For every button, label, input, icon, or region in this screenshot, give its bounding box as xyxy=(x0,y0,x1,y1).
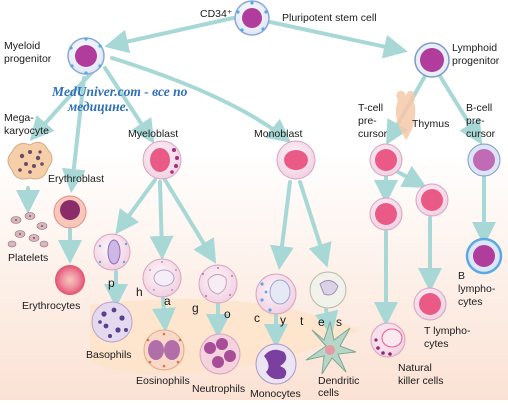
phagocytes-letter-5: o xyxy=(224,307,231,321)
label-bcell-3: cursor xyxy=(466,128,496,140)
label-dendritic-2: cells xyxy=(318,387,340,399)
watermark-line-1: MedUniver.com - все по xyxy=(52,84,188,99)
erythrocytes-cell xyxy=(55,265,85,295)
eosinophil-precursor-cell xyxy=(142,258,182,298)
label-b-lymphocytes-2: lympho- xyxy=(458,283,496,295)
stem-cell xyxy=(234,0,270,36)
label-nk-2: killer cells xyxy=(398,375,444,387)
t-cell-precursor-cell xyxy=(369,143,403,177)
arrow-lymphoid-to-bcell xyxy=(438,74,483,145)
label-myeloid-1: Myeloid xyxy=(4,40,41,52)
arrow-stem-to-myeloid xyxy=(104,16,235,54)
watermark-line-2: медицине. xyxy=(68,99,129,114)
lymphoid-progenitor-cell xyxy=(414,42,450,78)
label-t-lymphocytes-2: cytes xyxy=(424,338,449,350)
label-platelets: Platelets xyxy=(8,252,49,264)
thymus-shape xyxy=(395,90,416,140)
label-cd34: CD34⁺ xyxy=(200,8,233,20)
label-tcell-1: T-cell xyxy=(358,102,384,114)
myeloblast-cell xyxy=(142,140,182,180)
label-basophils: Basophils xyxy=(86,349,132,361)
label-monocytes: Monocytes xyxy=(250,388,301,400)
label-megakaryocyte-2: karyocyte xyxy=(4,125,49,137)
monocyte-cell xyxy=(255,343,297,385)
arrow-stem-to-lymphoid xyxy=(268,20,408,59)
arrow-monoblast-to-dendritic xyxy=(298,180,332,268)
arrow-myeloblast-to-eosinophil-precursor xyxy=(149,180,174,260)
arrow-tcell-to-thymus-cell xyxy=(396,165,428,188)
basophil-precursor-cell xyxy=(93,233,131,271)
dendritic-cell xyxy=(305,320,357,375)
phagocytes-letter-9: e xyxy=(318,315,325,329)
arrow-myeloid-to-erythroblast xyxy=(61,76,86,193)
arrow-myeloblast-to-basophil-precursor xyxy=(115,178,157,235)
label-myeloblast: Myeloblast xyxy=(128,128,179,140)
megakaryocyte-cell xyxy=(7,141,53,180)
arrow-monoblast-to-monocyte xyxy=(270,180,294,270)
label-megakaryocyte-1: Mega- xyxy=(4,112,34,124)
phagocytes-letter-6: c xyxy=(254,311,260,325)
thymus-t-cell xyxy=(415,183,449,217)
label-monoblast: Monoblast xyxy=(254,128,303,140)
phagocytes-letter-2: h xyxy=(136,285,143,299)
label-neutrophils: Neutrophils xyxy=(192,383,246,395)
arrow-myeloid-to-monoblast xyxy=(110,56,292,143)
label-tcell-2: pre- xyxy=(358,115,377,127)
label-dendritic-1: Dendritic xyxy=(318,375,360,387)
label-eosinophils: Eosinophils xyxy=(136,375,190,387)
neutrophil-cell xyxy=(199,333,241,375)
dendritic-precursor-cell xyxy=(309,271,347,309)
label-nk-1: Natural xyxy=(398,362,432,374)
basophil-cell xyxy=(91,301,133,343)
b-lymphocyte-cell xyxy=(465,237,503,275)
label-lymphoid-1: Lymphoid xyxy=(452,42,498,54)
label-tcell-3: cursor xyxy=(358,128,388,140)
phagocytes-letter-3: a xyxy=(164,294,171,308)
label-myeloid-2: progenitor xyxy=(4,53,52,65)
phagocytes-letter-4: g xyxy=(192,301,199,315)
label-b-lymphocytes-3: cytes xyxy=(458,296,483,308)
phagocytes-letter-1: p xyxy=(108,276,115,290)
arrow-myeloblast-to-neutrophil-precursor xyxy=(163,178,217,264)
label-thymus: Thymus xyxy=(412,118,450,130)
phagocytes-letter-7: y xyxy=(280,313,286,327)
monocyte-precursor-cell xyxy=(255,273,297,315)
phagocytes-letter-8: t xyxy=(300,314,304,328)
eosinophil-cell xyxy=(143,329,185,371)
label-erythroblast: Erythroblast xyxy=(48,173,105,185)
myeloid-progenitor-cell xyxy=(67,37,105,75)
monoblast-cell xyxy=(276,140,316,180)
b-cell-precursor-cell xyxy=(467,143,501,177)
phagocytes-letter-10: s xyxy=(336,315,342,329)
arrow-to-eosinophils xyxy=(151,295,176,332)
neutrophil-precursor-cell xyxy=(198,264,238,304)
t-lymphocyte-cell xyxy=(413,287,447,321)
label-b-lymphocytes-1: B xyxy=(458,270,466,282)
label-pluripotent-stem-cell: Pluripotent stem cell xyxy=(282,12,377,24)
erythroblast-cell xyxy=(53,195,87,229)
natural-killer-cell xyxy=(370,322,406,358)
label-bcell-1: B-cell xyxy=(466,102,493,114)
watermark: MedUniver.com - все по медицине. xyxy=(52,84,187,114)
label-erythrocytes: Erythrocytes xyxy=(22,300,81,312)
label-lymphoid-2: progenitor xyxy=(452,55,500,67)
label-bcell-2: pre- xyxy=(466,115,485,127)
platelet-granules xyxy=(15,215,43,239)
arrow-myeloid-to-myeloblast xyxy=(103,66,155,144)
t-cell-precursor-2-cell xyxy=(369,197,403,231)
label-t-lymphocytes-1: T lympho- xyxy=(424,325,471,337)
